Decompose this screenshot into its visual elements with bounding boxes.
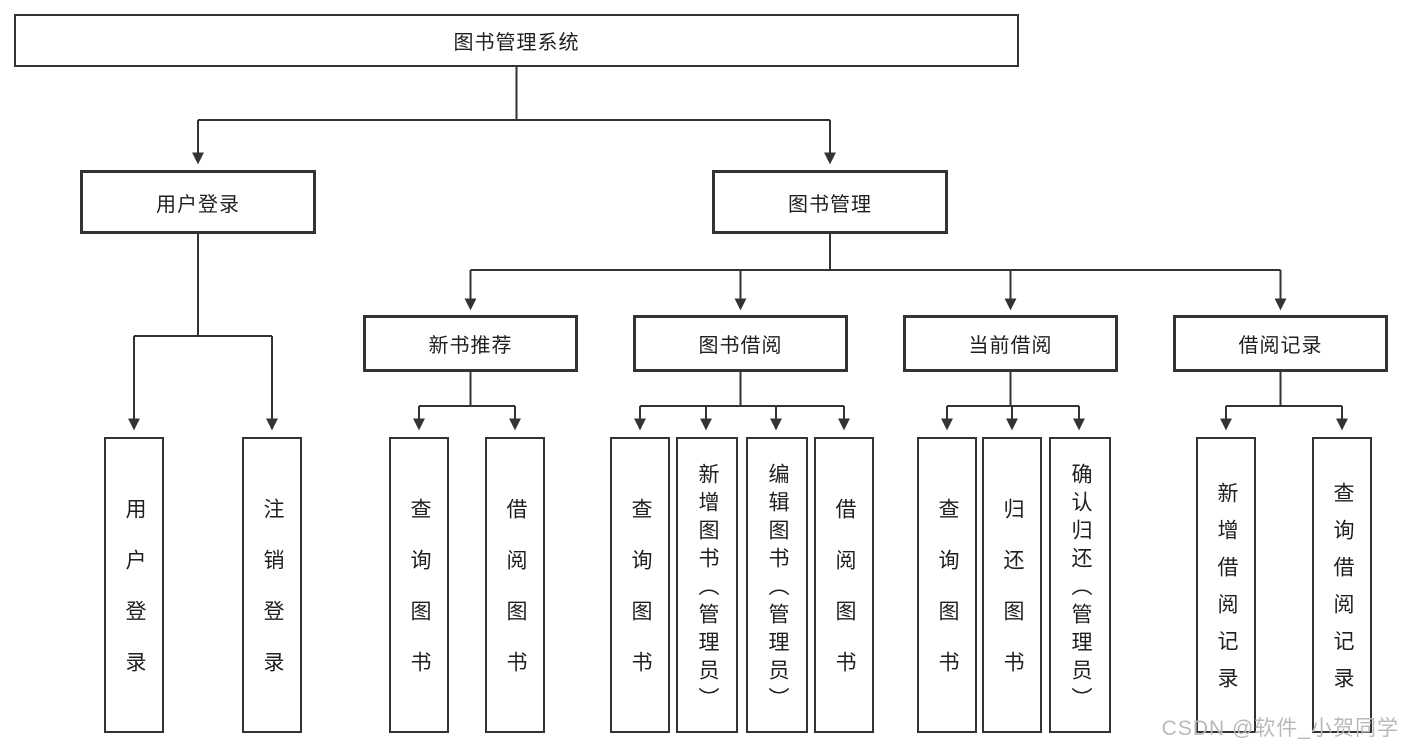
leaf-query-books-current-label: 查询图书 (936, 498, 959, 702)
leaf-query-borrow-record-label: 查询借阅记录 (1331, 482, 1354, 704)
node-current-borrow-label: 当前借阅 (968, 335, 1053, 357)
leaf-borrow-books-recommend-label: 借阅图书 (504, 498, 527, 702)
node-root-label: 图书管理系统 (453, 32, 580, 54)
leaf-add-borrow-record: 新增借阅记录 (1196, 437, 1256, 733)
leaf-user-login: 用户登录 (104, 437, 164, 733)
leaf-confirm-return-admin: 确认归还（管理员） (1049, 437, 1111, 733)
leaf-borrow-books-recommend: 借阅图书 (485, 437, 545, 733)
leaf-edit-book-admin: 编辑图书（管理员） (746, 437, 808, 733)
node-book-management-label: 图书管理 (788, 193, 872, 216)
leaf-logout-label: 注销登录 (261, 498, 284, 702)
node-current-borrow: 当前借阅 (903, 315, 1118, 372)
leaf-add-book-admin: 新增图书（管理员） (676, 437, 738, 733)
csdn-watermark: CSDN @软件_小贺同学 (1161, 717, 1399, 740)
leaf-query-books-current: 查询图书 (917, 437, 977, 733)
leaf-query-books-recommend: 查询图书 (389, 437, 449, 733)
leaf-return-book: 归还图书 (982, 437, 1042, 733)
node-new-book-recommend: 新书推荐 (363, 315, 578, 372)
leaf-query-books-recommend-label: 查询图书 (408, 498, 431, 702)
node-new-book-recommend-label: 新书推荐 (428, 335, 513, 357)
node-borrow-records: 借阅记录 (1173, 315, 1388, 372)
leaf-query-books-borrow: 查询图书 (610, 437, 670, 733)
leaf-add-borrow-record-label: 新增借阅记录 (1215, 482, 1238, 704)
leaf-borrow-books-label: 借阅图书 (833, 498, 856, 702)
leaf-borrow-books: 借阅图书 (814, 437, 874, 733)
leaf-user-login-label: 用户登录 (123, 498, 146, 702)
node-book-management: 图书管理 (712, 170, 948, 234)
node-root: 图书管理系统 (14, 14, 1019, 67)
leaf-query-books-borrow-label: 查询图书 (629, 498, 652, 702)
node-book-borrow: 图书借阅 (633, 315, 848, 372)
leaf-return-book-label: 归还图书 (1001, 498, 1024, 702)
leaf-query-borrow-record: 查询借阅记录 (1312, 437, 1372, 733)
leaf-edit-book-admin-label: 编辑图书（管理员） (766, 462, 789, 715)
node-borrow-records-label: 借阅记录 (1238, 335, 1323, 357)
node-user-login-label: 用户登录 (156, 193, 240, 216)
leaf-add-book-admin-label: 新增图书（管理员） (696, 462, 719, 715)
leaf-logout: 注销登录 (242, 437, 302, 733)
node-book-borrow-label: 图书借阅 (698, 335, 783, 357)
leaf-confirm-return-admin-label: 确认归还（管理员） (1069, 462, 1092, 715)
node-user-login: 用户登录 (80, 170, 316, 234)
